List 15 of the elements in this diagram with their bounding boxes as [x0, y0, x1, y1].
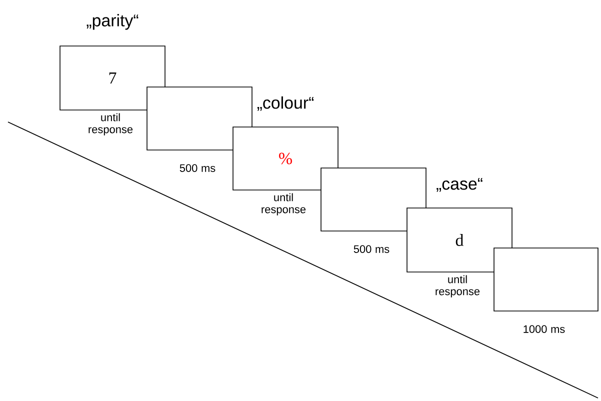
duration-label: 500 ms — [180, 164, 216, 172]
duration-label: 1000 ms — [524, 325, 565, 333]
duration-label: until response — [88, 113, 133, 136]
screen-box: 7 — [60, 46, 166, 110]
duration-label: 500 ms — [354, 245, 390, 253]
duration-label: until response — [436, 275, 480, 298]
screen-box — [146, 86, 252, 150]
task-heading: „colour“ — [257, 96, 314, 111]
screen-box: % — [232, 126, 338, 190]
task-heading: „case“ — [436, 178, 482, 192]
screen-box — [320, 168, 426, 232]
screen-box: d — [406, 208, 512, 272]
duration-label: until response — [262, 193, 306, 216]
task-heading: „parity“ — [86, 14, 138, 30]
screen-box — [494, 248, 598, 312]
